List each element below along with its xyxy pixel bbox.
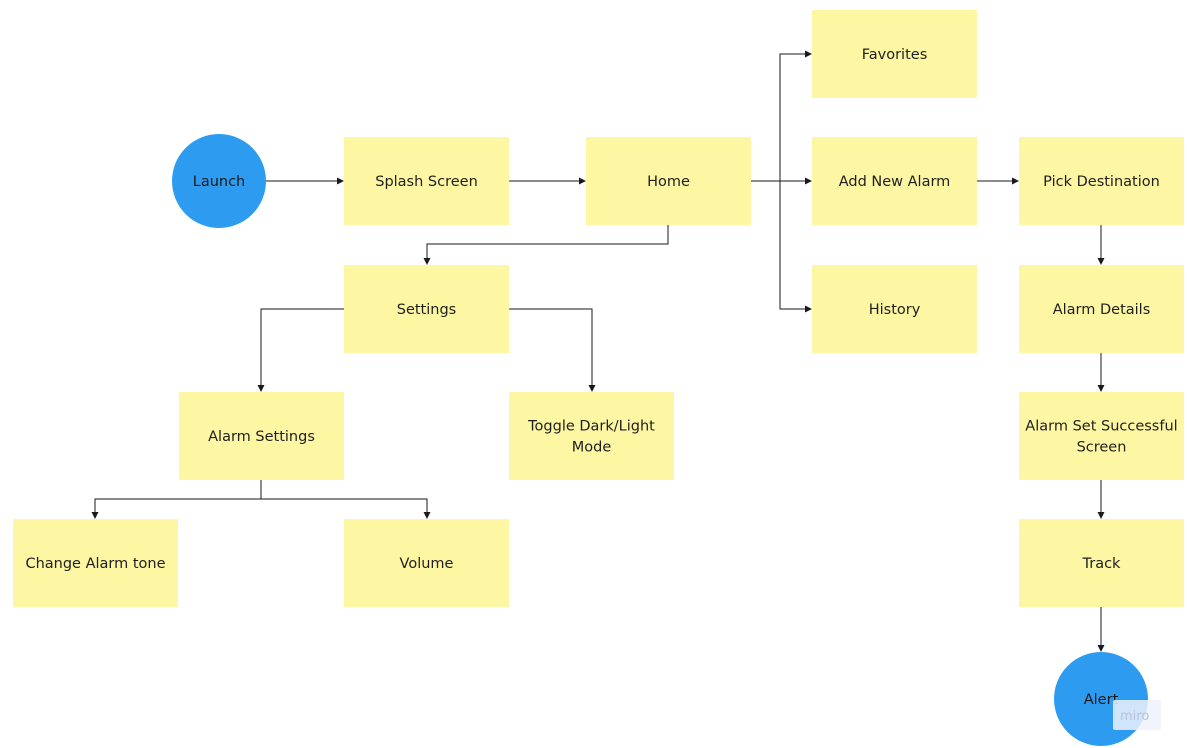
node-home[interactable]: Home	[586, 137, 751, 225]
sticky-note	[586, 137, 751, 225]
watermark-badge	[1113, 700, 1161, 730]
arrowhead	[423, 258, 431, 265]
connector-line	[751, 53, 806, 182]
arrowhead	[1012, 177, 1019, 185]
connector-line	[94, 480, 262, 513]
edge-launch-to-splash	[266, 177, 344, 185]
arrowhead	[1097, 645, 1105, 652]
node-label: Track	[1082, 556, 1122, 572]
edge-home-to-history	[751, 180, 812, 313]
node-label: Alarm Details	[1053, 302, 1151, 318]
sticky-note	[1019, 265, 1184, 353]
node-label: Add New Alarm	[839, 174, 951, 190]
node-history[interactable]: History	[812, 265, 977, 353]
sticky-note	[344, 265, 509, 353]
node-label: Splash Screen	[375, 174, 478, 190]
node-settings[interactable]: Settings	[344, 265, 509, 353]
edge-pick-dest-to-alarm-details	[1097, 225, 1105, 265]
edge-alarm-details-to-alarm-success	[1097, 353, 1105, 392]
edges-layer	[91, 50, 1105, 652]
arrowhead	[257, 385, 265, 392]
sticky-note	[13, 519, 178, 607]
arrowhead	[588, 385, 596, 392]
arrowhead	[805, 50, 812, 58]
terminal-circle	[172, 134, 266, 228]
sticky-note	[812, 137, 977, 225]
arrowhead	[579, 177, 586, 185]
node-label: History	[869, 302, 921, 318]
arrowhead	[91, 512, 99, 519]
node-alarm-details[interactable]: Alarm Details	[1019, 265, 1184, 353]
arrowhead	[1097, 512, 1105, 519]
node-label: Toggle Dark/Light	[527, 419, 655, 435]
watermark-text: miro	[1120, 709, 1149, 724]
node-alert[interactable]: Alert	[1054, 652, 1148, 746]
node-change-tone[interactable]: Change Alarm tone	[13, 519, 178, 607]
arrowhead	[805, 177, 812, 185]
node-label: Alarm Set Successful	[1025, 419, 1177, 435]
arrowhead	[1097, 258, 1105, 265]
node-splash[interactable]: Splash Screen	[344, 137, 509, 225]
connector-line	[509, 308, 593, 386]
node-add-alarm[interactable]: Add New Alarm	[812, 137, 977, 225]
node-label: Alarm Settings	[208, 429, 315, 445]
sticky-note	[509, 392, 674, 480]
arrowhead	[423, 512, 431, 519]
sticky-note	[1019, 519, 1184, 607]
node-label: Mode	[572, 440, 612, 456]
node-favorites[interactable]: Favorites	[812, 10, 977, 98]
edge-alarm-success-to-track	[1097, 480, 1105, 519]
node-label: Settings	[397, 302, 456, 318]
node-alarm-settings[interactable]: Alarm Settings	[179, 392, 344, 480]
sticky-note	[179, 392, 344, 480]
node-label: Home	[647, 174, 690, 190]
node-label: Volume	[400, 556, 454, 572]
connector-line	[751, 180, 806, 310]
connector-line	[426, 225, 669, 259]
arrowhead	[337, 177, 344, 185]
sticky-note	[812, 10, 977, 98]
arrowhead	[805, 305, 812, 313]
node-launch[interactable]: Launch	[172, 134, 266, 228]
sticky-note	[344, 519, 509, 607]
connector-line	[260, 480, 428, 513]
node-label: Favorites	[862, 47, 928, 63]
arrowhead	[1097, 385, 1105, 392]
edge-add-alarm-to-pick-dest	[977, 177, 1019, 185]
edge-splash-to-home	[509, 177, 586, 185]
edge-settings-to-toggle-mode	[509, 308, 596, 392]
node-volume[interactable]: Volume	[344, 519, 509, 607]
edge-home-to-settings	[423, 225, 669, 265]
node-pick-dest[interactable]: Pick Destination	[1019, 137, 1184, 225]
node-label: Pick Destination	[1043, 174, 1160, 190]
edge-alarm-settings-to-change-tone	[91, 480, 262, 519]
edge-home-to-favorites	[751, 50, 812, 182]
node-label: Screen	[1077, 440, 1127, 456]
node-label: Change Alarm tone	[25, 556, 165, 572]
sticky-note	[1019, 137, 1184, 225]
edge-alarm-settings-to-volume	[260, 480, 431, 519]
edge-settings-to-alarm-settings	[257, 308, 344, 392]
node-label: Launch	[193, 174, 246, 190]
sticky-note	[344, 137, 509, 225]
sticky-note	[1019, 392, 1184, 480]
node-track[interactable]: Track	[1019, 519, 1184, 607]
edge-track-to-alert	[1097, 607, 1105, 652]
watermark: miro	[1113, 700, 1161, 730]
connector-line	[260, 308, 344, 386]
sticky-note	[812, 265, 977, 353]
node-label: Alert	[1084, 692, 1119, 708]
